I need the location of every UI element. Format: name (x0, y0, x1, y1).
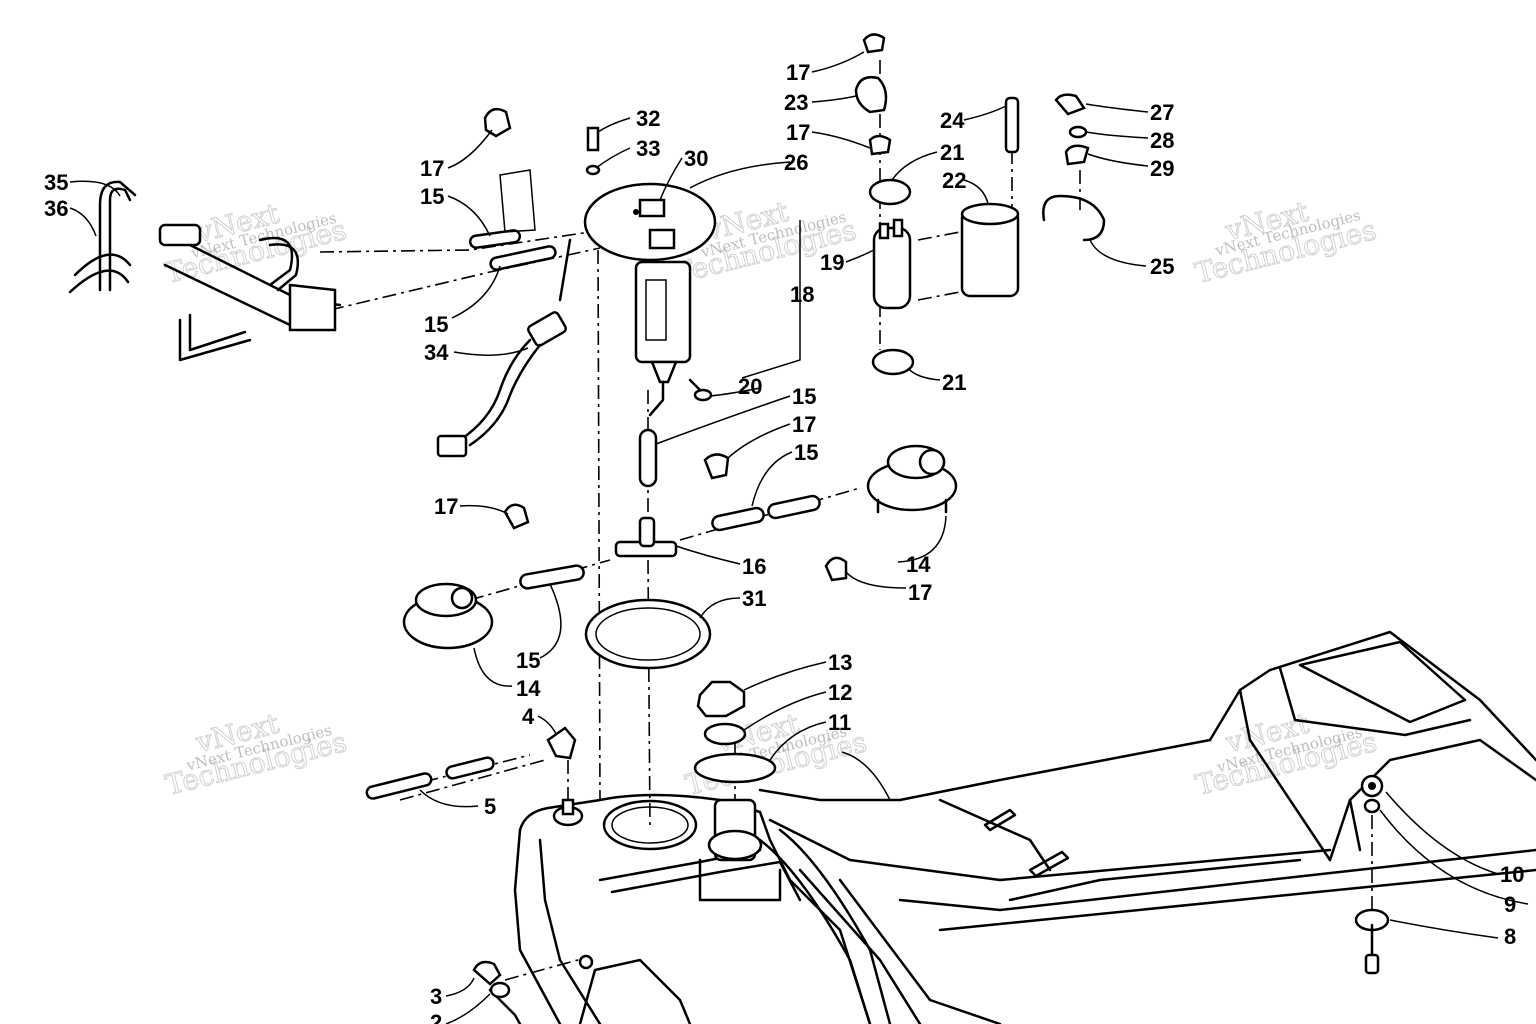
callout-32: 32 (636, 106, 660, 131)
callout-16: 16 (742, 554, 766, 579)
pump-assembly-18 (634, 260, 692, 364)
screw-8 (1364, 953, 1380, 975)
washer-9 (1363, 798, 1381, 814)
callout-33: 33 (636, 136, 660, 161)
callout-35: 35 (44, 170, 68, 195)
fuel-rail (158, 223, 202, 247)
fitting-27 (1054, 93, 1086, 116)
clamp-17-a (862, 33, 886, 54)
callout-12: 12 (828, 680, 852, 705)
harness-plug-34 (436, 434, 468, 458)
hose-15-b (489, 245, 557, 271)
pump-19 (872, 226, 912, 310)
callout-30: 30 (684, 146, 708, 171)
fuel-tank-chassis (472, 630, 1536, 1024)
watermark-bottom-left: vNext Technologies vNext Technologies (162, 706, 351, 802)
washer-28 (1068, 125, 1088, 139)
hose-5-a (365, 772, 433, 800)
clamp-23 (854, 76, 888, 114)
bolt-32 (586, 126, 600, 152)
callout-15: 15 (792, 384, 816, 409)
callout-28: 28 (1150, 128, 1174, 153)
callout-15: 15 (794, 440, 818, 465)
callout-9: 9 (1504, 892, 1516, 917)
callout-27: 27 (1150, 100, 1174, 125)
fitting-4 (546, 726, 577, 760)
gasket-31 (584, 598, 712, 670)
hose-15-e (519, 564, 585, 590)
callout-17: 17 (434, 494, 458, 519)
spring-24 (1004, 96, 1020, 154)
nut-21-a (868, 178, 912, 206)
callout-36: 36 (44, 196, 68, 221)
callout-5: 5 (484, 794, 496, 819)
filler-cap-13 (696, 680, 746, 718)
clamp-29 (1064, 144, 1090, 166)
callout-10: 10 (1500, 862, 1524, 887)
gasket-12 (703, 722, 747, 746)
clamp-17-d (703, 453, 730, 480)
callout-3: 3 (430, 984, 442, 1009)
callout-25: 25 (1150, 254, 1174, 279)
callout-22: 22 (942, 168, 966, 193)
callout-17: 17 (908, 580, 932, 605)
harness-connector-34 (526, 311, 568, 347)
callout-17: 17 (786, 120, 810, 145)
callout-11: 11 (828, 710, 851, 735)
callout-4: 4 (522, 704, 535, 729)
watermark-top-right: vNext Technologies vNext Technologies (1191, 194, 1380, 290)
callout-2: 2 (430, 1010, 442, 1024)
hose-15-c (638, 428, 658, 488)
clamp-3 (472, 960, 502, 986)
hose-5-b (445, 756, 495, 780)
callout-23: 23 (784, 90, 808, 115)
watermark-bottom-right: vNext Technologies vNext Technologies (1192, 706, 1381, 802)
callout-19: 19 (820, 250, 844, 275)
callout-14: 14 (906, 552, 931, 577)
clamp-17-b (868, 134, 892, 156)
filler-neck-11 (693, 752, 777, 784)
callout-17: 17 (792, 412, 816, 437)
callout-24: 24 (940, 108, 965, 133)
hose-15-a (468, 229, 522, 249)
callout-31: 31 (742, 586, 766, 611)
callout-21: 21 (942, 370, 966, 395)
callout-13: 13 (828, 650, 852, 675)
clip-20 (693, 388, 713, 402)
sending-unit-plate-26 (583, 182, 717, 262)
watermark-group: vNext Technologies vNext Technologies vN… (161, 194, 1381, 802)
callout-15: 15 (424, 312, 448, 337)
callout-17: 17 (786, 60, 810, 85)
clamp-17-e (503, 503, 530, 530)
callout-18: 18 (790, 282, 814, 307)
fuel-pump-parts (68, 33, 1106, 800)
callout-29: 29 (1150, 156, 1174, 181)
callout-26: 26 (784, 150, 808, 175)
clamp-17-c (483, 107, 512, 138)
callout-15: 15 (516, 648, 540, 673)
hose-25 (1042, 194, 1106, 242)
callout-20: 20 (738, 374, 762, 399)
callout-21: 21 (940, 140, 964, 165)
callout-8: 8 (1504, 924, 1516, 949)
hose-15-d (711, 506, 765, 532)
callout-34: 34 (424, 340, 449, 365)
callout-15: 15 (420, 184, 444, 209)
callout-labels: 17 23 17 24 21 22 27 28 29 25 19 18 21 2… (44, 60, 1524, 1024)
clamp-17-f (824, 556, 848, 582)
leader-lines (69, 51, 1529, 1024)
callout-17: 17 (420, 156, 444, 181)
callout-14: 14 (516, 676, 541, 701)
nut-21-b (871, 348, 915, 376)
connector-30 (648, 228, 676, 250)
